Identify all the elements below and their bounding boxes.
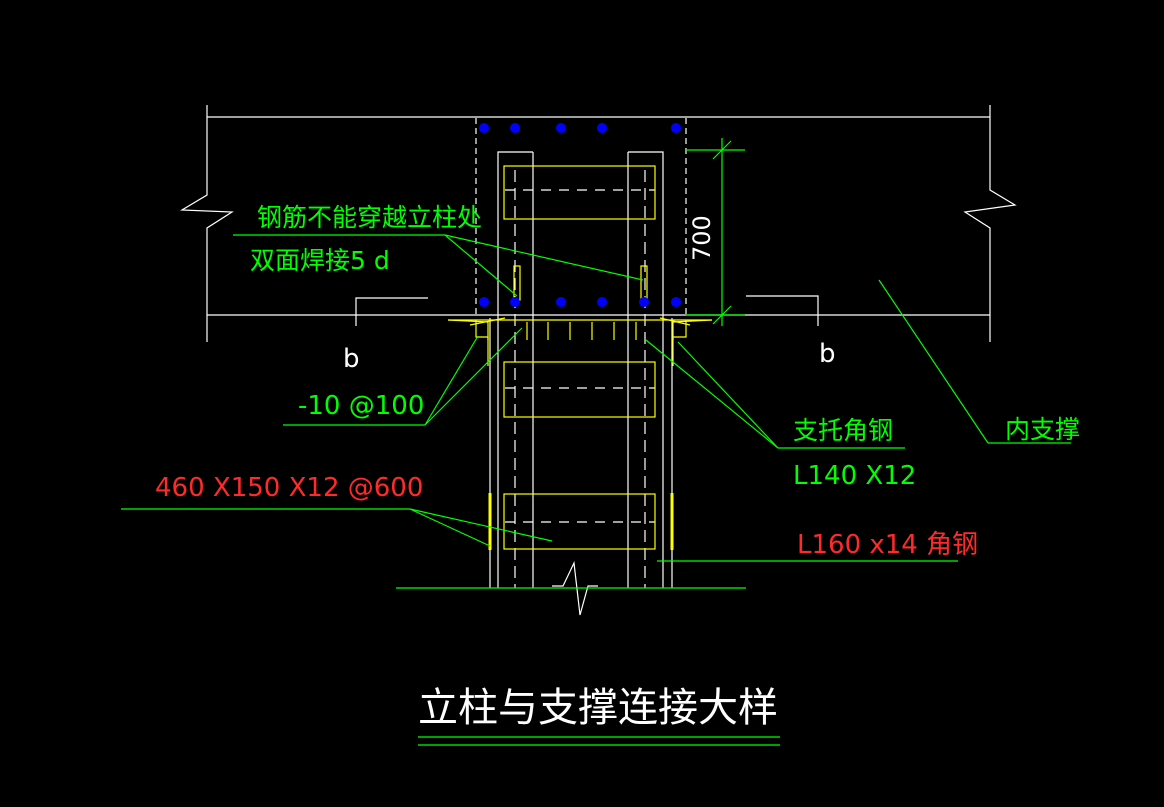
rebar-bottom-2 <box>510 297 520 307</box>
break-line-right <box>963 105 1017 342</box>
rebar-note-line1: 钢筋不能穿越立柱处 <box>257 203 482 232</box>
rebar-bottom-1 <box>479 297 489 307</box>
rebar-leader-left <box>444 234 518 297</box>
rebar-top-5 <box>671 123 681 133</box>
section-label-left: b <box>343 344 360 374</box>
rebar-top-2 <box>510 123 520 133</box>
column-break-line <box>552 560 598 616</box>
bracket-left-weld <box>469 317 506 326</box>
drawing-title: 立柱与支撑连接大样 <box>418 685 778 731</box>
rebar-bottom-3 <box>556 297 566 307</box>
bracket-left-vertical <box>475 320 489 366</box>
leader-lines <box>121 234 1071 746</box>
inner-brace-beam <box>179 105 1017 342</box>
dimension-tick-bottom <box>712 305 732 325</box>
plate-leader-1 <box>424 327 523 426</box>
bracket-leader-1 <box>645 339 779 449</box>
batten-leader-2 <box>409 508 491 547</box>
dimension-tick-top <box>712 140 732 160</box>
batten-plate-1 <box>503 165 656 220</box>
break-line-left <box>179 105 234 342</box>
batten-plate-2 <box>503 361 656 418</box>
rebar-bottom-6 <box>671 297 681 307</box>
dimension-700 <box>686 138 745 326</box>
bracket-right-vertical <box>672 320 687 366</box>
rebar-top-1 <box>479 123 489 133</box>
section-label-right: b <box>819 339 836 369</box>
bracket-right-top <box>672 319 713 340</box>
plate-spec-label: -10 @100 <box>298 391 424 421</box>
rebar-dots <box>479 123 681 307</box>
batten-plate-3 <box>503 493 656 550</box>
batten-leader-1 <box>409 508 553 542</box>
rebar-note-line2: 双面焊接5 d <box>250 246 390 275</box>
bracket-angle-label-2: L140 X12 <box>793 461 916 491</box>
rebar-bottom-5 <box>639 297 649 307</box>
rebar-leader-right <box>444 234 644 281</box>
column-angle-left-outer <box>497 151 533 588</box>
column-angle-right-outer <box>628 151 664 588</box>
inner-brace-leader <box>878 279 989 444</box>
bracket-leader-2 <box>677 341 779 449</box>
dimension-700-text: 700 <box>688 215 716 261</box>
bracket-angle-label-1: 支托角钢 <box>793 416 893 445</box>
inner-brace-label: 内支撑 <box>1005 415 1080 444</box>
batten-plate-label: 460 X150 X12 @600 <box>155 473 423 503</box>
column-angle-label: L160 x14 角钢 <box>797 530 978 560</box>
rebar-top-4 <box>597 123 607 133</box>
rebar-top-3 <box>556 123 566 133</box>
plate-leader-2 <box>424 335 479 426</box>
bracket-right-weld <box>659 317 691 326</box>
rebar-bottom-4 <box>597 297 607 307</box>
section-mark-right <box>746 295 819 326</box>
section-mark-left <box>355 297 428 326</box>
